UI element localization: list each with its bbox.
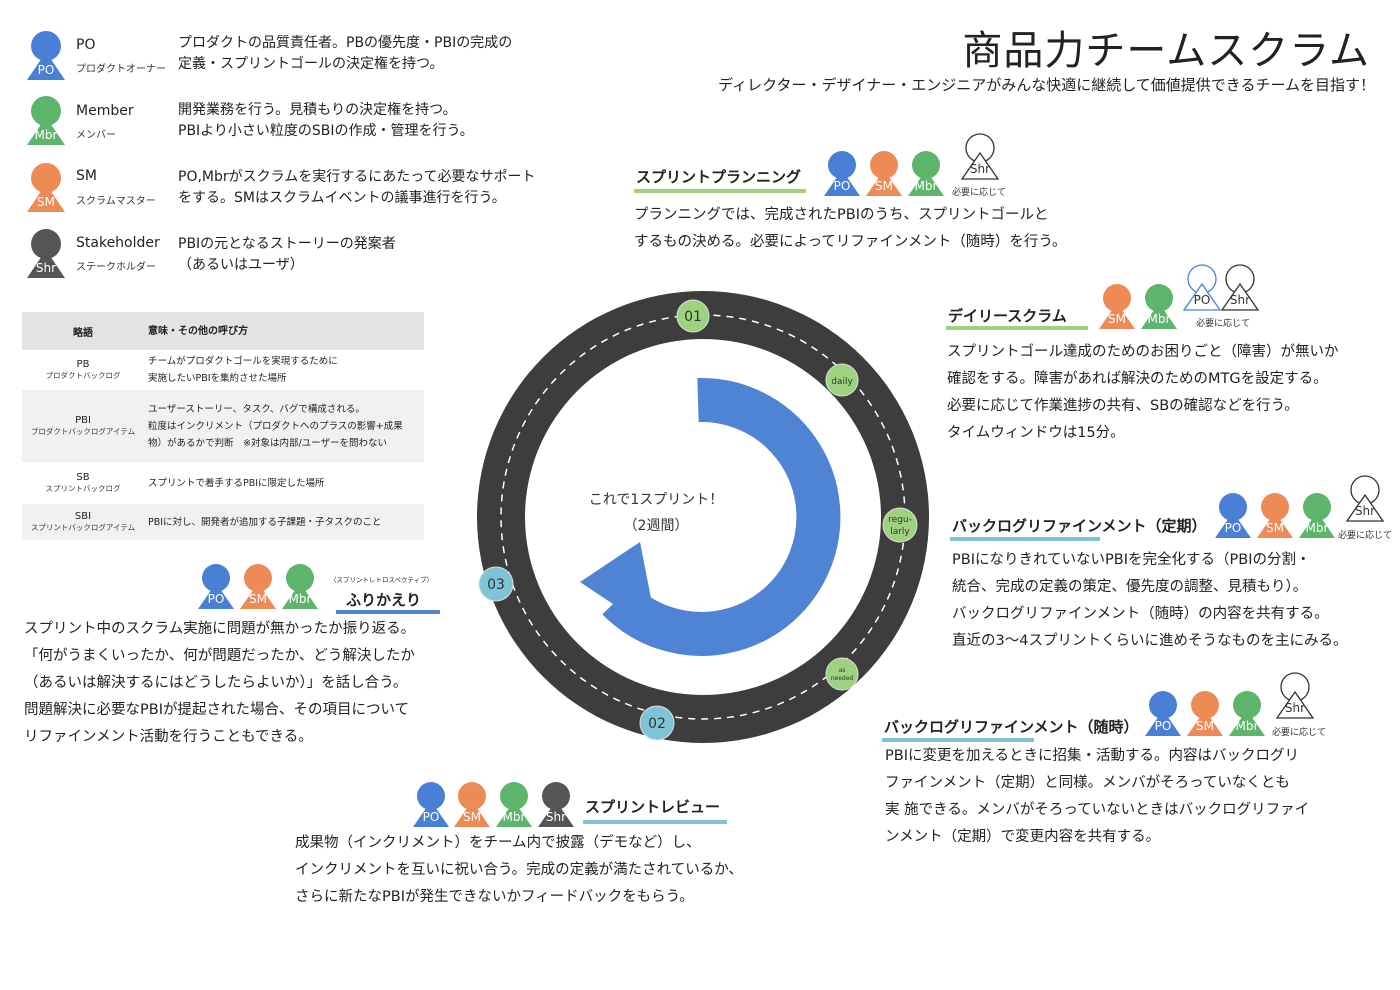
role-name-stakeholder: Stakeholder bbox=[76, 235, 160, 251]
role-name-member: Member bbox=[76, 103, 134, 119]
node-regularly-label1: regu- bbox=[888, 515, 912, 525]
planning-sm-icon: SM bbox=[864, 150, 904, 202]
stakeholder-badge-label: Shr bbox=[35, 261, 57, 275]
node-regularly bbox=[882, 507, 918, 543]
node-daily bbox=[825, 363, 859, 397]
role-desc-member: 開発業務を行う。見積もりの決定権を持つ。PBIより小さい粒度のSBIの作成・管理… bbox=[178, 102, 474, 139]
daily-description: スプリントゴール達成のためのお困りごと（障害）が無いか確認をする。障害があれば解… bbox=[947, 344, 1339, 441]
sm-person-icon: SM bbox=[26, 162, 66, 214]
refinement-regular-title: バックログリファインメント（定期） bbox=[952, 517, 1207, 535]
planning-description: プランニングでは、完成されたPBIのうち、スプリントゴールとするもの決める。必要… bbox=[634, 207, 1067, 250]
sm-badge-label: SM bbox=[37, 195, 55, 209]
retro-mbr-icon: Mbr bbox=[280, 563, 320, 615]
refinement-adhoc-underline bbox=[882, 738, 1034, 742]
node-as-needed bbox=[825, 657, 859, 691]
daily-mbr-icon: Mbr bbox=[1139, 283, 1179, 335]
node-01-label: 01 bbox=[684, 309, 702, 325]
review-mbr-icon: Mbr bbox=[494, 781, 534, 833]
role-name-sm: SM bbox=[76, 168, 97, 184]
refinement-regular-shr-icon: Shr bbox=[1345, 475, 1385, 527]
role-desc-po: プロダクトの品質責任者。PBの優先度・PBIの完成の定義・スプリントゴールの決定… bbox=[178, 35, 513, 72]
review-po-icon: PO bbox=[411, 781, 451, 833]
cycle-arrow-head bbox=[580, 542, 658, 634]
refinement-regular-underline bbox=[950, 537, 1100, 541]
role-sub-sm: スクラムマスター bbox=[76, 196, 156, 207]
retro-ruby: （スプリントレトロスペクティブ） bbox=[330, 576, 434, 584]
role-desc-stakeholder: PBIの元となるストーリーの発案者（あるいはユーザ） bbox=[178, 236, 396, 273]
terms-header-desc: 意味・その他の呼び方 bbox=[148, 325, 248, 337]
page-title: 商品力チームスクラム bbox=[962, 28, 1370, 74]
refinement-regular-description: PBIになりきれていないPBIを完全化する（PBIの分割・統合、完成の定義の策定… bbox=[952, 552, 1348, 649]
node-02-label: 02 bbox=[648, 716, 666, 732]
refinement-adhoc-description: PBIに変更を加えるときに招集・活動する。内容はバックログリファインメント（定期… bbox=[885, 748, 1310, 845]
refinement-regular-sm-icon: SM bbox=[1255, 492, 1295, 544]
review-description: 成果物（インクリメント）をチーム内で披露（デモなど）し、インクリメントを互いに祝… bbox=[295, 835, 743, 905]
refinement-adhoc-title: バックログリファインメント（随時） bbox=[884, 718, 1139, 736]
daily-as-needed: 必要に応じて bbox=[1196, 319, 1251, 329]
review-shr-icon: Shr bbox=[536, 781, 576, 833]
node-02 bbox=[639, 705, 675, 741]
node-as-needed-label2: needed bbox=[831, 675, 854, 682]
node-regularly-label2: larly bbox=[890, 527, 910, 537]
cycle-arrow-arc bbox=[602, 377, 841, 656]
sprint-cycle-diagram: 01 daily regu- larly as needed 02 03 これで… bbox=[477, 291, 929, 743]
node-daily-label: daily bbox=[831, 377, 853, 387]
role-sub-po: プロダクトオーナー bbox=[76, 64, 166, 75]
refinement-regular-mbr-icon: Mbr bbox=[1297, 492, 1337, 544]
member-badge-label: Mbr bbox=[34, 128, 58, 142]
daily-title: デイリースクラム bbox=[948, 307, 1067, 325]
daily-underline bbox=[946, 326, 1088, 330]
stakeholder-person-icon: Shr bbox=[26, 228, 66, 280]
node-03 bbox=[478, 566, 514, 602]
terms-header-abbr: 略語 bbox=[73, 327, 93, 339]
po-badge-label: PO bbox=[37, 63, 55, 77]
refinement-adhoc-po-icon: PO bbox=[1143, 690, 1183, 742]
retro-sm-icon: SM bbox=[238, 563, 278, 615]
planning-shr-icon: Shr bbox=[960, 133, 1000, 185]
planning-po-icon: PO bbox=[822, 150, 862, 202]
role-name-po: PO bbox=[76, 37, 96, 53]
daily-po-icon: PO bbox=[1182, 264, 1222, 316]
role-sub-stakeholder: ステークホルダー bbox=[76, 262, 156, 273]
daily-shr-icon: Shr bbox=[1220, 264, 1260, 316]
retro-title: ふりかえり bbox=[346, 591, 422, 609]
refinement-adhoc-sm-icon: SM bbox=[1185, 690, 1225, 742]
page-subtitle: ディレクター・デザイナー・エンジニアがみんな快適に継続して価値提供できるチームを… bbox=[718, 76, 1375, 94]
node-01 bbox=[676, 299, 710, 333]
terms-header-row: 略語 意味・その他の呼び方 bbox=[22, 312, 424, 352]
refinement-adhoc-shr-icon: Shr bbox=[1275, 672, 1315, 724]
planning-as-needed: 必要に応じて bbox=[952, 188, 1007, 198]
po-person-icon: PO bbox=[26, 30, 66, 82]
retro-po-icon: PO bbox=[196, 563, 236, 615]
refinement-regular-as-needed: 必要に応じて bbox=[1338, 531, 1393, 541]
role-desc-sm: PO,Mbrがスクラムを実行するにあたって必要なサポートをする。SMはスクラムイ… bbox=[178, 169, 536, 206]
review-sm-icon: SM bbox=[452, 781, 492, 833]
retro-description: スプリント中のスクラム実施に問題が無かったか振り返る。「何がうまくいったか、何が… bbox=[24, 621, 416, 745]
planning-mbr-icon: Mbr bbox=[906, 150, 946, 202]
node-as-needed-label1: as bbox=[839, 667, 846, 674]
refinement-adhoc-mbr-icon: Mbr bbox=[1227, 690, 1267, 742]
cycle-center-sub: （2週間） bbox=[624, 518, 689, 534]
cycle-center-text: これで1スプリント！ bbox=[589, 492, 724, 508]
daily-sm-icon: SM bbox=[1097, 283, 1137, 335]
role-sub-member: メンバー bbox=[76, 130, 116, 141]
review-underline bbox=[583, 820, 727, 824]
member-person-icon: Mbr bbox=[26, 95, 66, 147]
node-03-label: 03 bbox=[487, 577, 505, 593]
refinement-regular-po-icon: PO bbox=[1213, 492, 1253, 544]
planning-title: スプリントプランニング bbox=[636, 168, 802, 186]
planning-underline bbox=[634, 189, 806, 193]
refinement-adhoc-as-needed: 必要に応じて bbox=[1272, 728, 1327, 738]
retro-underline bbox=[336, 610, 440, 614]
review-title: スプリントレビュー bbox=[585, 798, 721, 816]
